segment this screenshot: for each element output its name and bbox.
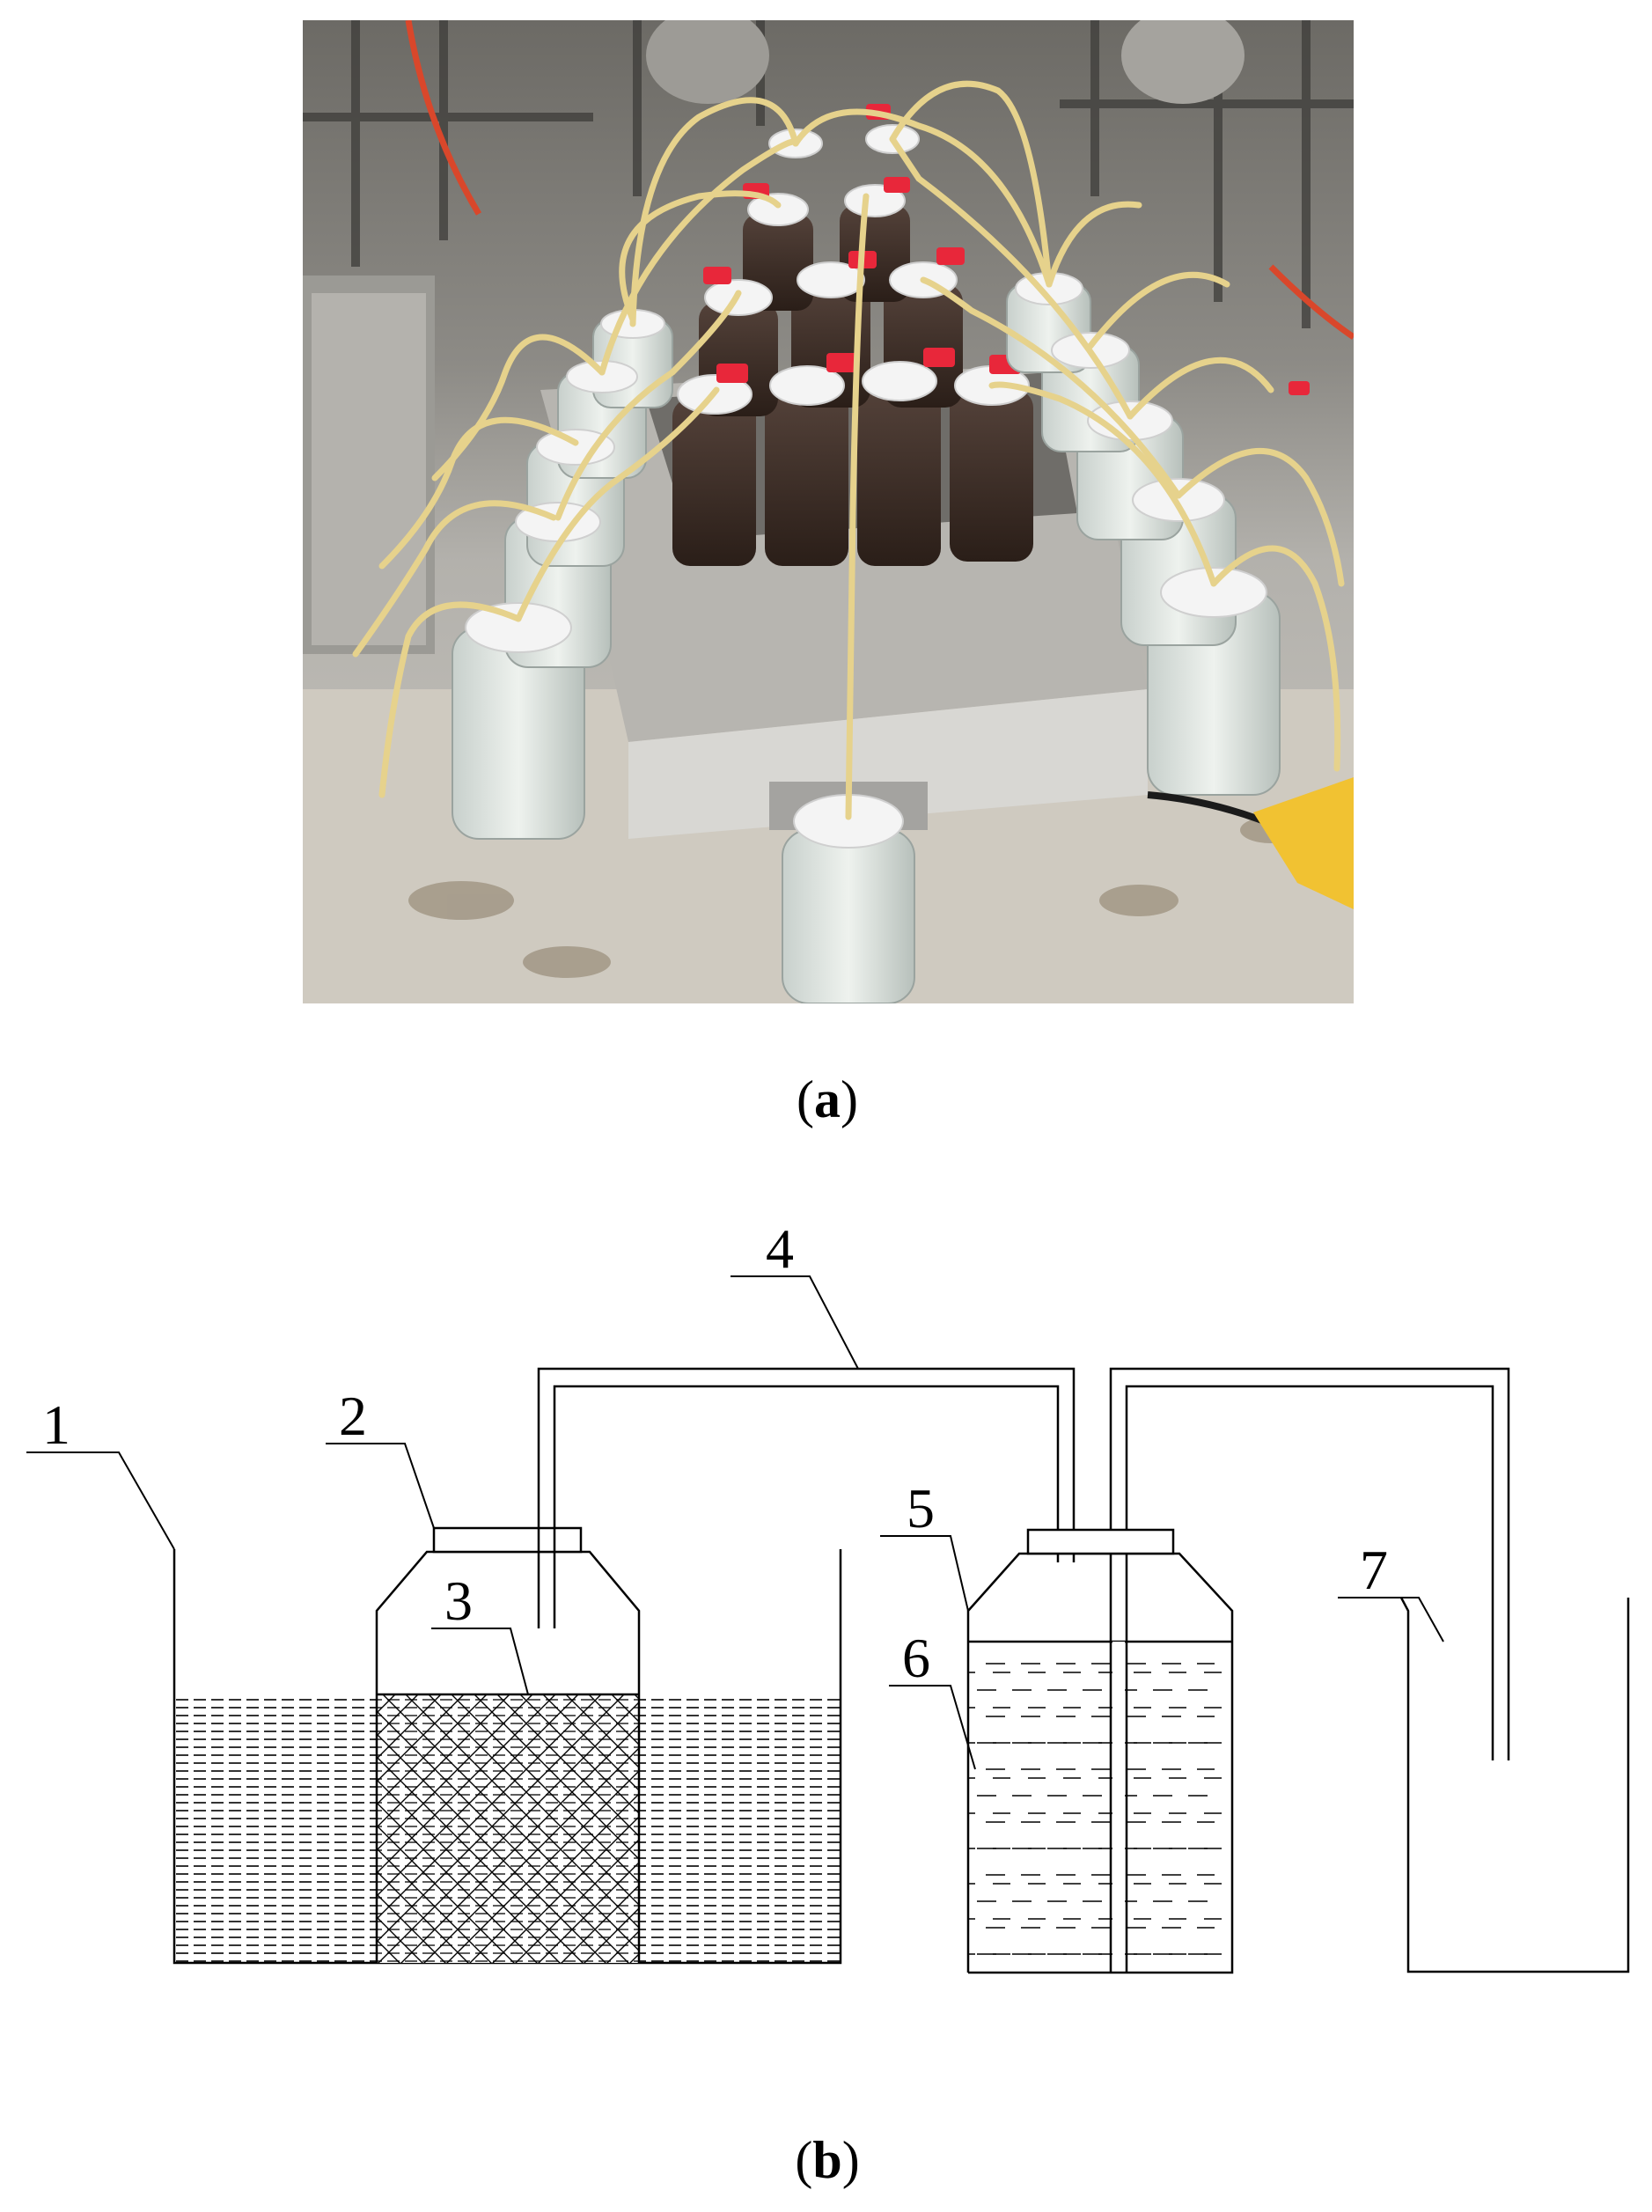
caption-b: (b) — [795, 2131, 860, 2189]
caption-a: (a) — [797, 1070, 858, 1128]
label-2: 2 — [339, 1385, 367, 1447]
experiment-photo — [303, 20, 1354, 1003]
label-5: 5 — [907, 1477, 935, 1540]
label-3: 3 — [444, 1569, 473, 1632]
label-4: 4 — [766, 1217, 794, 1280]
label-1: 1 — [42, 1393, 70, 1456]
leader-lines — [26, 1275, 1444, 1770]
schematic-diagram: 1 2 3 4 5 6 7 — [26, 1217, 1630, 1974]
label-7: 7 — [1360, 1539, 1388, 1601]
label-6: 6 — [902, 1627, 930, 1689]
beaker — [1399, 1597, 1630, 1973]
incubation-bottle — [375, 1526, 641, 1963]
absorption-bottle — [966, 1528, 1234, 1974]
soil-sample — [377, 1694, 639, 1963]
